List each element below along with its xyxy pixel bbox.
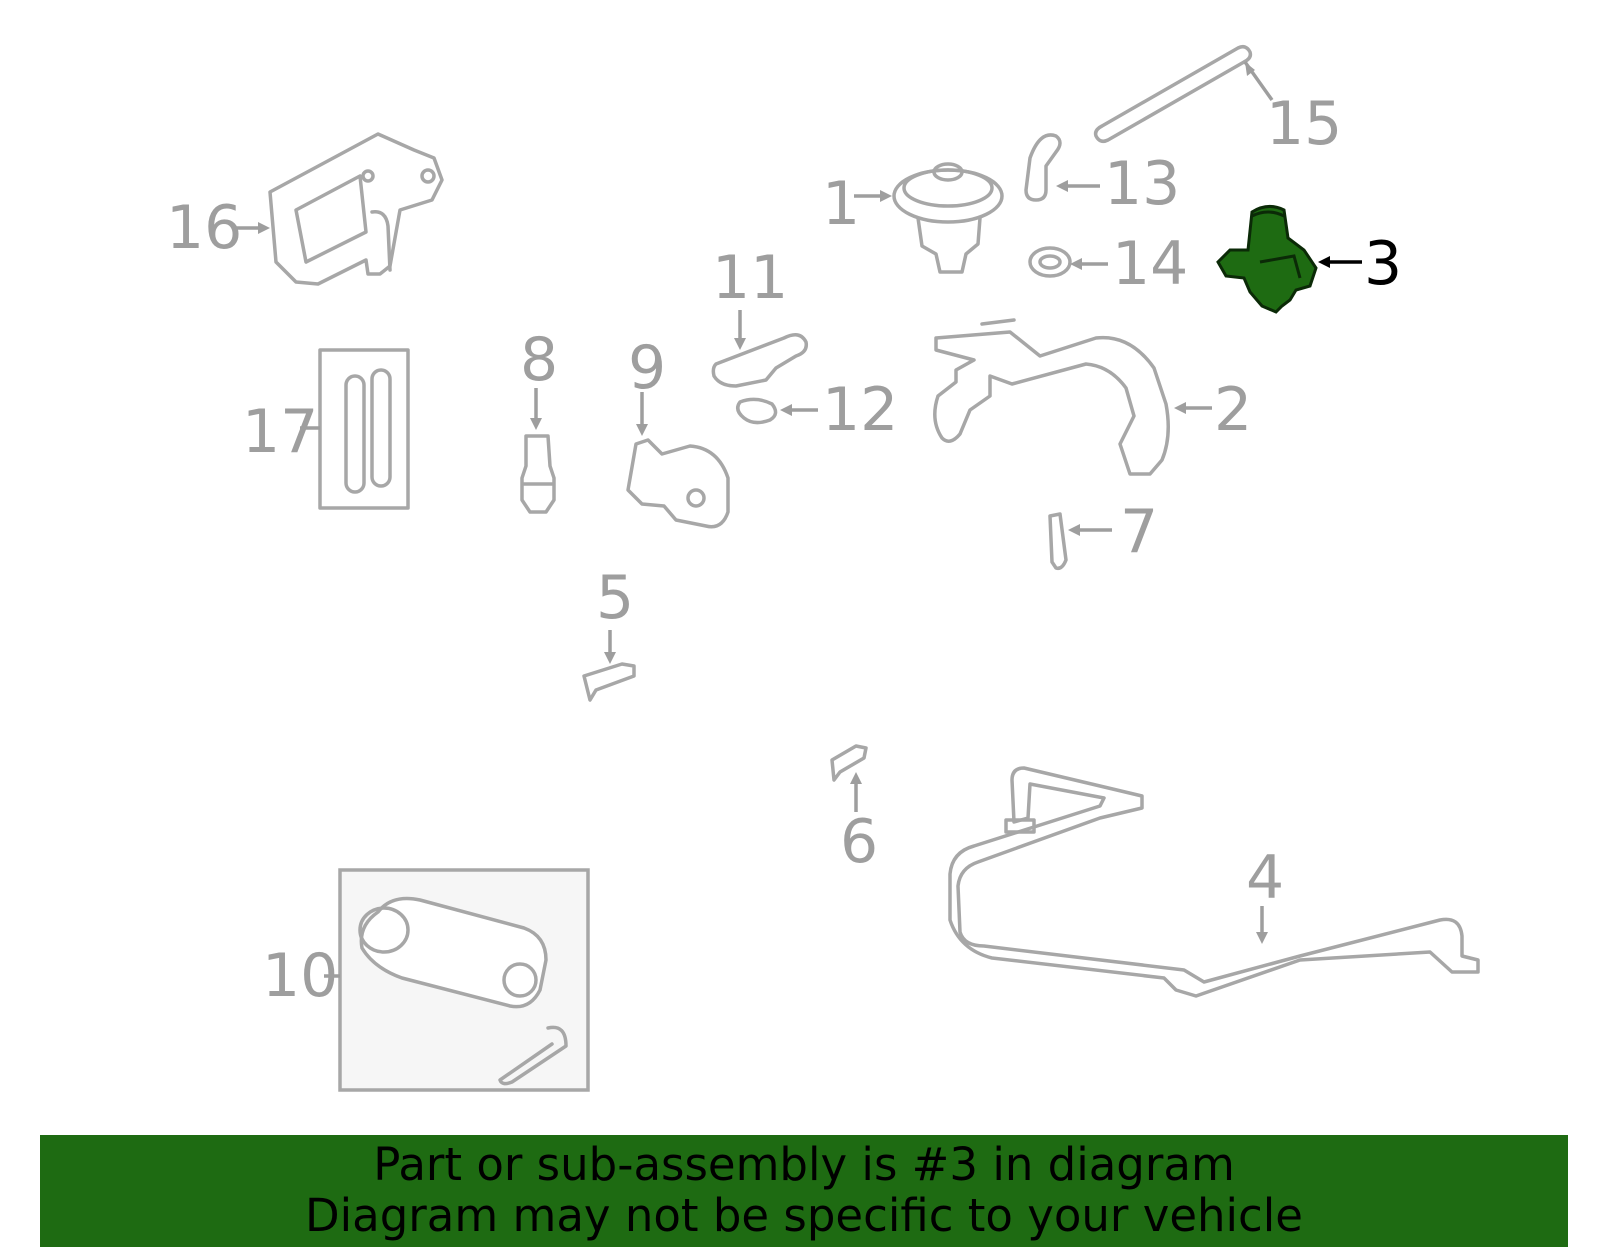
callout-5: 5: [596, 563, 634, 664]
callout-16: 16: [166, 193, 270, 263]
callout-11: 11: [712, 243, 788, 350]
part-15-hose: [1093, 44, 1253, 144]
info-banner: Part or sub-assembly is #3 in diagram Di…: [40, 1135, 1568, 1247]
banner-line-part: Part or sub-assembly is #3 in diagram: [373, 1138, 1235, 1191]
svg-text:14: 14: [1112, 229, 1188, 299]
svg-text:11: 11: [712, 243, 788, 313]
svg-text:17: 17: [242, 397, 318, 467]
svg-text:12: 12: [822, 375, 898, 445]
callout-9: 9: [628, 333, 666, 436]
part-7-fitting: [1048, 512, 1068, 571]
svg-text:3: 3: [1364, 229, 1402, 299]
callout-7: 7: [1068, 497, 1158, 567]
svg-text:15: 15: [1266, 89, 1342, 159]
part-1-egr-valve: [892, 162, 1004, 274]
part-11-housing: [711, 333, 809, 388]
callout-14: 14: [1070, 229, 1188, 299]
callout-8: 8: [520, 325, 558, 430]
part-5-connector: [582, 662, 636, 702]
part-3-solenoid-highlighted: [1216, 205, 1318, 314]
part-2-pipe: [933, 318, 1170, 476]
svg-text:4: 4: [1246, 843, 1284, 913]
callout-17: 17: [242, 397, 320, 467]
svg-text:7: 7: [1120, 497, 1158, 567]
svg-text:6: 6: [840, 807, 878, 877]
svg-text:5: 5: [596, 563, 634, 633]
svg-text:8: 8: [520, 325, 558, 395]
part-8-sensor: [520, 434, 556, 514]
callout-12: 12: [780, 375, 898, 445]
part-6-connector: [830, 744, 868, 782]
part-14-grommet: [1028, 246, 1072, 278]
part-12-gasket: [736, 397, 778, 425]
part-4-hose-assembly: [948, 766, 1480, 998]
callout-1: 1: [822, 169, 892, 239]
callout-2: 2: [1174, 375, 1252, 445]
part-13-sensor: [1024, 133, 1062, 202]
callout-4: 4: [1246, 843, 1284, 944]
callout-10: 10: [262, 941, 340, 1011]
svg-text:16: 16: [166, 193, 242, 263]
svg-text:9: 9: [628, 333, 666, 403]
callout-6: 6: [840, 772, 878, 877]
callout-13: 13: [1056, 149, 1180, 219]
svg-text:13: 13: [1104, 149, 1180, 219]
part-16-module: [268, 132, 444, 286]
callout-15: 15: [1243, 60, 1342, 159]
part-10-canister: [338, 868, 590, 1092]
callout-3: 3: [1318, 229, 1402, 299]
svg-text:2: 2: [1214, 375, 1252, 445]
part-9-bracket: [626, 438, 730, 529]
svg-text:1: 1: [822, 169, 860, 239]
banner-line-disclaimer: Diagram may not be specific to your vehi…: [305, 1189, 1303, 1242]
part-17-kit: [318, 348, 410, 510]
svg-text:10: 10: [262, 941, 338, 1011]
